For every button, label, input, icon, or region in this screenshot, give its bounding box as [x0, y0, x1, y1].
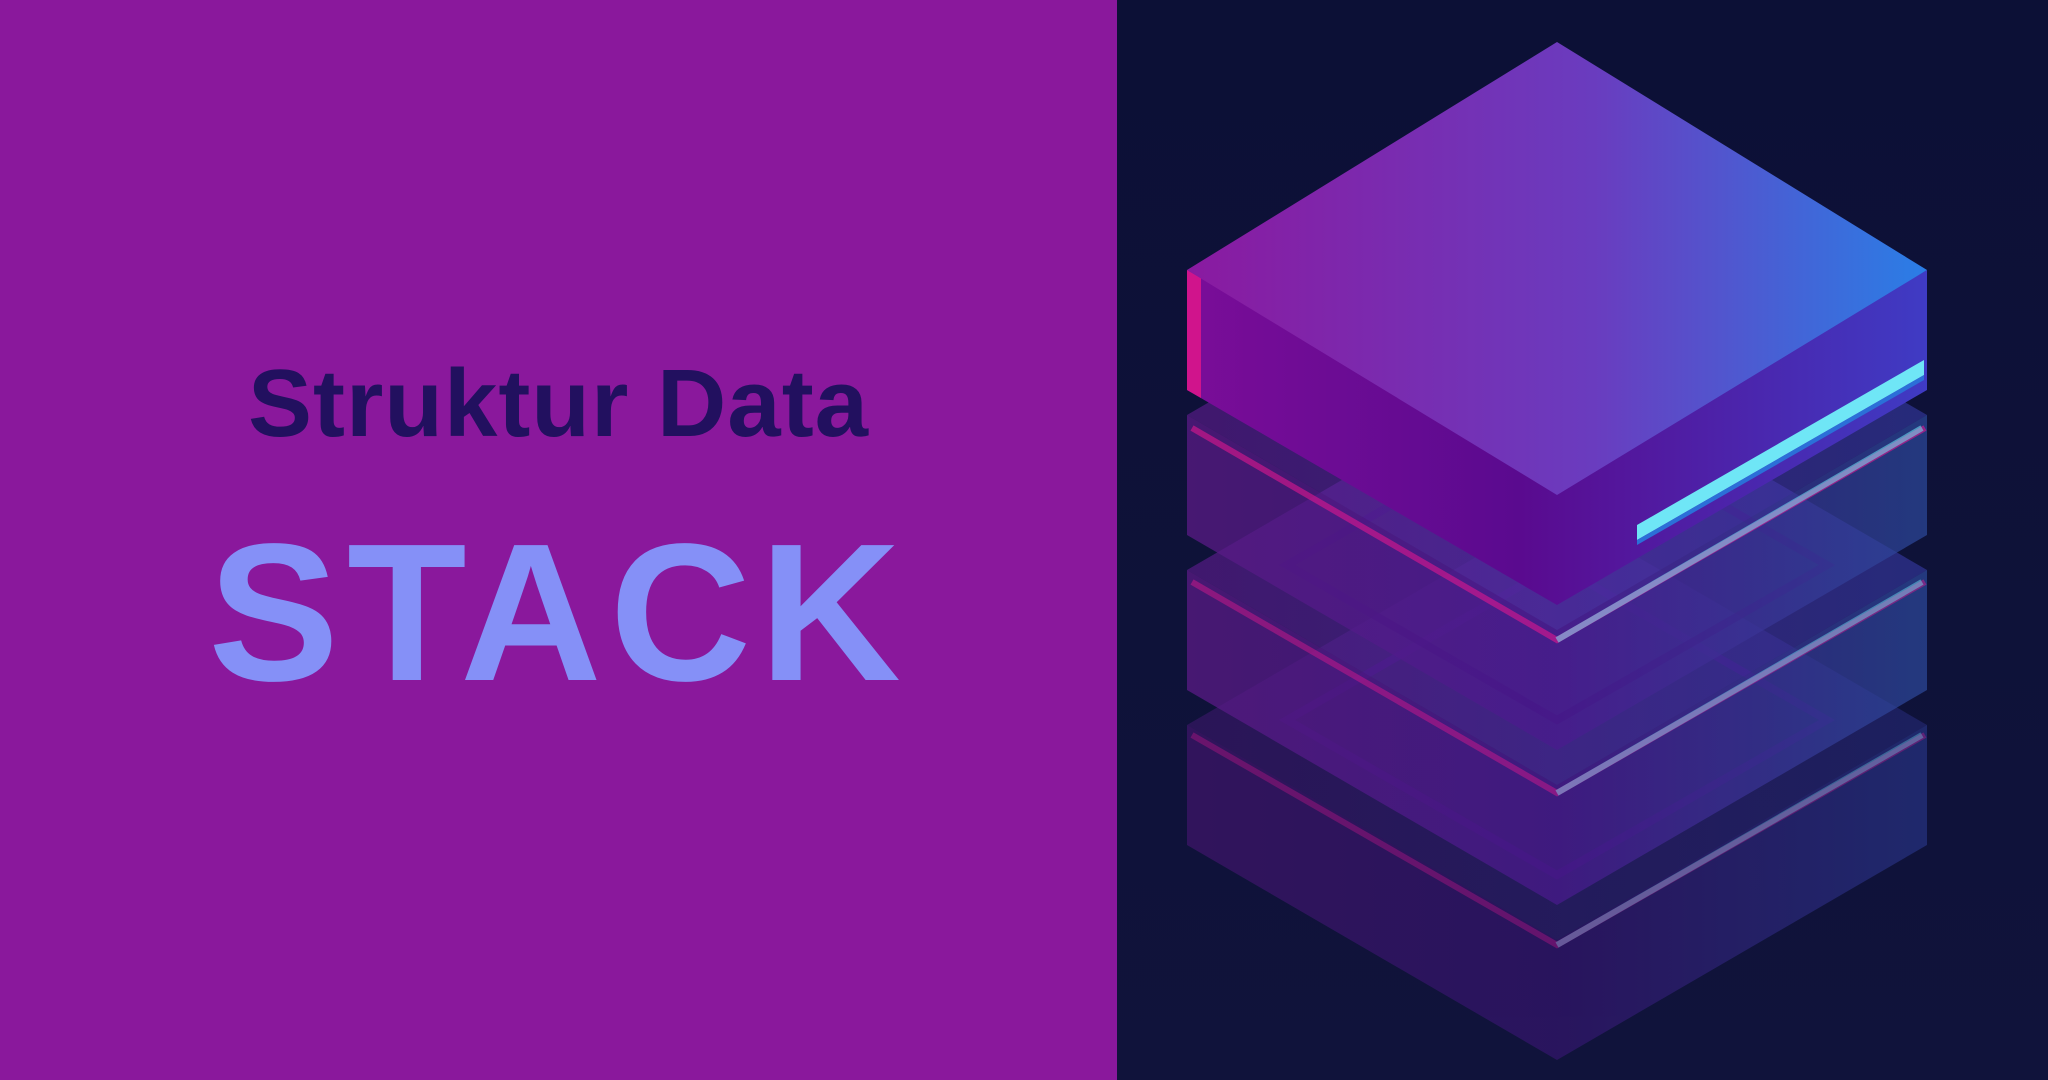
- title-panel: Struktur Data STACK: [0, 0, 1117, 1080]
- stacked-layers-icon: [1187, 42, 1927, 1060]
- illustration-panel: [1117, 0, 2048, 1080]
- stack-layer-1: [1187, 42, 1927, 605]
- title-text: STACK: [208, 503, 909, 722]
- subtitle-text: Struktur Data: [247, 350, 870, 457]
